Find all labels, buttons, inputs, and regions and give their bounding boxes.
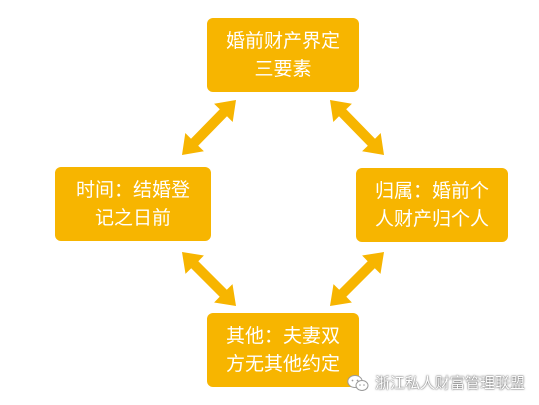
node-bottom-line-2: 方无其他约定 [225,353,340,375]
node-right-line-1: 归属：婚前个 [374,180,489,202]
node-top: 婚前财产界定 三要素 [207,18,359,92]
node-right-line-2: 人财产归个人 [374,208,489,230]
node-left-line-2: 记之日前 [94,207,171,229]
arrow-top-right [330,100,384,155]
arrow-top-left [182,100,236,155]
node-bottom: 其他：夫妻双 方无其他约定 [207,313,359,387]
watermark-text: 浙江私人财富管理联盟 [374,374,525,392]
node-right: 归属：婚前个 人财产归个人 [356,168,508,242]
watermark: 浙江私人财富管理联盟 [347,372,525,393]
node-left: 时间：结婚登 记之日前 [55,167,211,241]
wechat-icon [347,374,369,391]
arrow-left-bottom [182,252,236,306]
node-top-line-2: 三要素 [254,58,312,80]
node-left-line-1: 时间：结婚登 [75,179,190,201]
arrow-right-bottom [330,252,384,306]
node-bottom-line-1: 其他：夫妻双 [225,325,340,347]
node-top-line-1: 婚前财产界定 [225,30,340,52]
